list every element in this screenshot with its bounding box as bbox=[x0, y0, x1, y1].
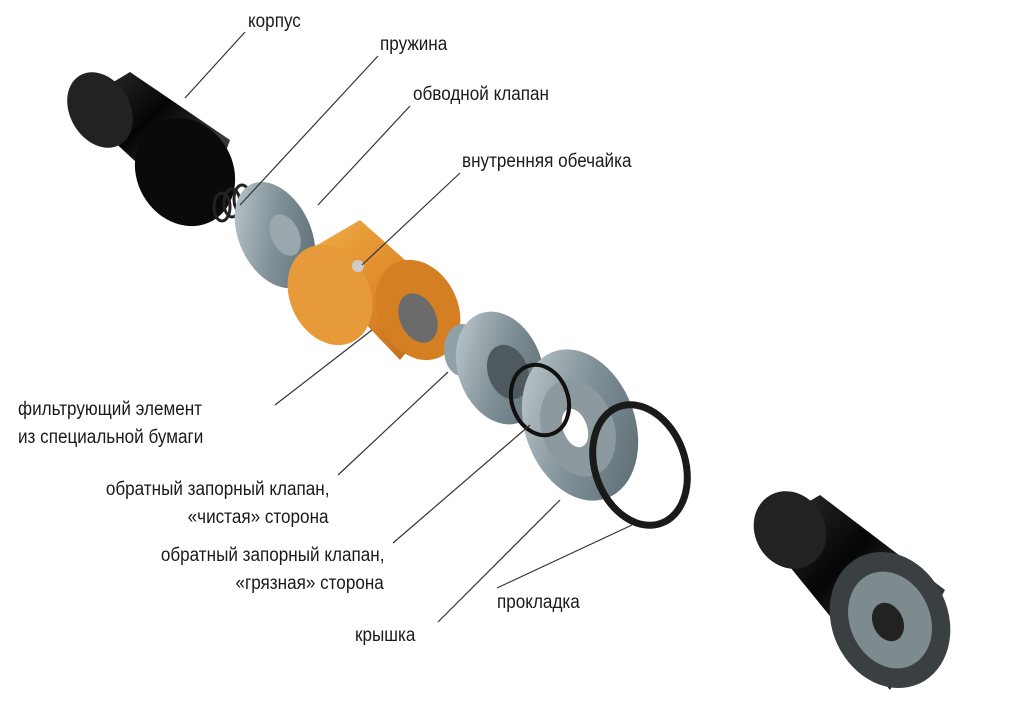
label-gasket: прокладка bbox=[497, 592, 580, 613]
label-spring: пружина bbox=[380, 34, 448, 55]
label-check-valve-dirty-line1: обратный запорный клапан, bbox=[160, 545, 384, 566]
assembled-filter bbox=[753, 491, 951, 690]
label-filter-element-line1: фильтрующий элемент bbox=[18, 399, 203, 420]
label-inner-shell: внутренняя обечайка bbox=[462, 151, 632, 172]
gasket-part bbox=[589, 401, 691, 529]
cover-part bbox=[508, 349, 639, 501]
label-check-valve-clean-line2: «чистая» сторона bbox=[188, 507, 329, 528]
leader-lines bbox=[184, 31, 633, 623]
label-bypass-valve: обводной клапан bbox=[413, 84, 549, 105]
check-valve-clean-part bbox=[444, 311, 545, 425]
label-check-valve-clean-line1: обратный запорный клапан, bbox=[105, 479, 329, 500]
label-cover: крышка bbox=[355, 625, 416, 646]
label-filter-element-line2: из специальной бумаги bbox=[18, 427, 204, 448]
filter-element-part bbox=[287, 220, 461, 361]
label-housing: корпус bbox=[248, 11, 301, 32]
housing-part bbox=[67, 72, 236, 227]
label-check-valve-dirty-line2: «грязная» сторона bbox=[235, 573, 384, 594]
